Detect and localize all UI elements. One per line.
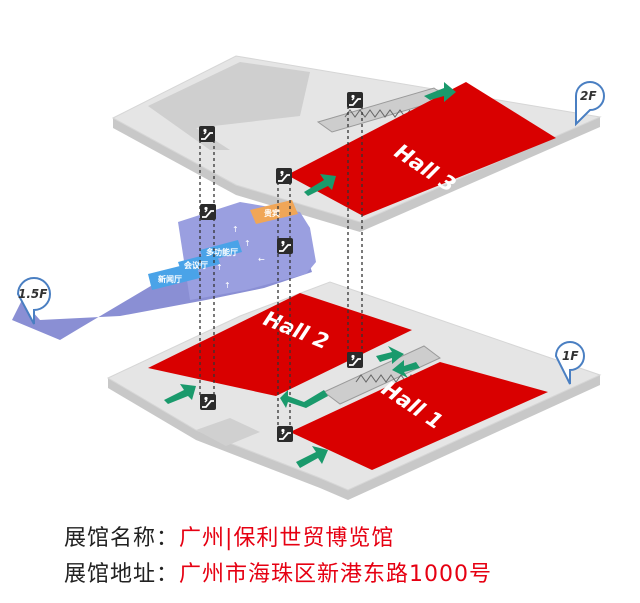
floor-label-1f: 1F <box>562 349 579 363</box>
escalator-icon-1-5f-right <box>276 237 294 255</box>
orange-room <box>250 200 298 224</box>
direction-arrows <box>164 82 456 468</box>
venue-address-row: 展馆地址：广州市海珠区新港东路1000号 <box>64 556 492 588</box>
mezzanine-room-a-label: 多功能厅 <box>206 247 238 257</box>
escalator-icon-1f-mid <box>276 425 294 443</box>
escalator-strip-1f <box>323 345 441 405</box>
escalator-icon-2f-left <box>198 125 216 143</box>
svg-text:↑: ↑ <box>224 281 231 290</box>
mezzanine-room-c <box>148 262 200 290</box>
floor-1f: Hall 2 Hall 1 <box>106 281 602 500</box>
direction-arrow-icon <box>164 384 196 404</box>
direction-arrow-icon <box>376 346 420 378</box>
escalator-icon-1f-right <box>346 351 364 369</box>
escalator-icon-1f-left <box>199 393 217 411</box>
floor-marker-icon <box>554 341 585 385</box>
floor-2f-void <box>148 62 310 150</box>
floor-marker-icon <box>575 81 605 127</box>
mezzanine-arrows: ↑ ↑ ← ↑ ↑ <box>216 225 265 290</box>
floor-2f-side <box>113 117 600 232</box>
floor-2f: Hall 3 <box>111 55 602 232</box>
escalator-icon-1-5f-left <box>199 203 217 221</box>
direction-arrow-icon <box>280 390 328 408</box>
hall-3-area <box>287 82 556 216</box>
floor-marker-1f: 1F <box>554 341 585 385</box>
floor-marker-icon <box>16 277 51 325</box>
direction-arrow-icon <box>424 82 456 102</box>
svg-text:↑: ↑ <box>216 263 223 272</box>
orange-room-label: 贵宾 <box>264 208 280 218</box>
escalator-connectors <box>199 100 363 434</box>
mezzanine-room-b-label: 会议厅 <box>184 260 208 270</box>
floor-1f-side <box>108 375 600 500</box>
svg-text:↑: ↑ <box>244 239 251 248</box>
escalator-icon-2f-mid <box>275 167 293 185</box>
mezzanine-room-c-label: 新闻厅 <box>158 274 182 284</box>
escalator-zigzag-2f <box>344 109 411 118</box>
venue-name-value: 广州|保利世贸博览馆 <box>179 526 395 551</box>
venue-name-row: 展馆名称：广州|保利世贸博览馆 <box>64 520 394 552</box>
hall-1-area <box>290 362 548 470</box>
venue-address-value: 广州市海珠区新港东路1000号 <box>179 562 493 587</box>
venue-address-key: 展馆地址： <box>64 562 180 587</box>
escalator-icon-2f-right <box>346 91 364 109</box>
mezzanine-area-top <box>178 202 316 300</box>
svg-text:←: ← <box>258 255 265 264</box>
floor-label-2f: 2F <box>580 89 597 103</box>
floor-1-5f: 贵宾 多功能厅 会议厅 新闻厅 ↑ ↑ ← ↑ ↑ <box>12 200 316 340</box>
floor-1f-entrance <box>196 418 260 446</box>
floor-marker-2f: 2F <box>575 81 605 127</box>
floor-label-1-5f: 1.5F <box>18 287 48 301</box>
direction-arrow-icon <box>304 174 336 196</box>
venue-name-key: 展馆名称： <box>64 526 180 551</box>
direction-arrow-icon <box>296 446 328 468</box>
floor-marker-1-5f: 1.5F <box>16 277 51 325</box>
svg-text:↑: ↑ <box>232 225 239 234</box>
